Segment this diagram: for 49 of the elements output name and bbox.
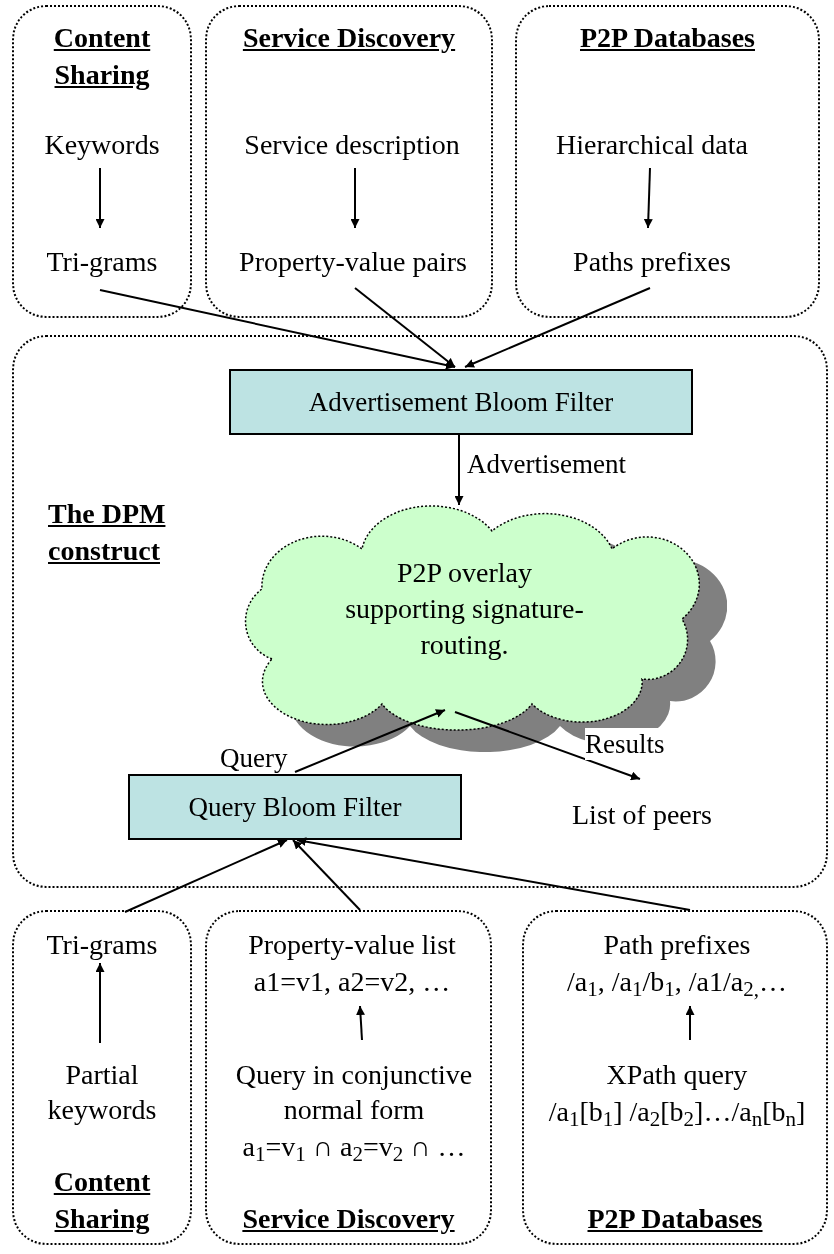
node-label: Paths prefixes — [537, 244, 767, 280]
arrow — [454, 432, 464, 506]
arrow — [95, 167, 105, 229]
node-label: Partial keywords — [42, 1057, 162, 1127]
arrow — [292, 839, 361, 911]
node-label: Keywords — [37, 127, 167, 163]
group-panel — [12, 5, 192, 318]
group-panel — [205, 5, 493, 318]
node-label: Service description — [217, 127, 487, 163]
edge-label: Results — [585, 728, 665, 760]
filter-box: Query Bloom Filter — [128, 774, 462, 840]
group-panel — [12, 335, 828, 888]
panel-heading: Service Discovery — [241, 21, 457, 55]
node-label: Property-value list — [248, 928, 456, 962]
arrow — [685, 1005, 695, 1041]
panel-heading: P2P Databases — [579, 21, 756, 55]
arrow — [296, 837, 691, 911]
group-panel — [205, 910, 492, 1245]
arrow — [643, 167, 653, 229]
node-label: Hierarchical data — [527, 127, 777, 163]
node-label: Tri-grams — [37, 927, 167, 963]
node-label: P2P overlay supporting signature-routing. — [344, 556, 585, 662]
group-panel — [12, 910, 192, 1245]
arrow — [356, 1005, 365, 1041]
filter-box: Advertisement Bloom Filter — [229, 369, 693, 435]
panel-heading: Content Sharing — [52, 1165, 152, 1236]
node-label: Property-value pairs — [214, 244, 492, 280]
panel-heading: Content Sharing — [52, 21, 152, 92]
arrow — [464, 287, 651, 368]
node-label: Tri-grams — [37, 244, 167, 280]
arrow — [454, 711, 641, 781]
panel-heading: Service Discovery — [241, 1202, 456, 1236]
arrow — [294, 709, 446, 773]
arrow — [99, 289, 456, 370]
node-label: /a$_{1}$[b$_{1}$] /a$_{2}$[b$_{2}$]…/a$_{n}$[b$_{n}$] — [548, 1095, 806, 1132]
arrow — [95, 962, 105, 1044]
panel-heading: The DPM construct — [48, 497, 167, 568]
node-label: Path prefixes — [603, 928, 751, 962]
node-label: a1=v1, a2=v2, … — [253, 965, 451, 999]
node-label: /a$_{1}$, /a$_{1}$/b$_{1}$, /a1/a$_{2,}$… — [567, 965, 787, 1002]
group-panel — [515, 5, 820, 318]
node-label: List of peers — [547, 797, 737, 833]
group-panel — [522, 910, 828, 1245]
arrow — [350, 167, 360, 229]
panel-heading: P2P Databases — [586, 1202, 764, 1236]
arrow — [124, 839, 288, 913]
node-label: a$_{1}$=v$_{1}$ ∩ a$_{2}$=v$_{2}$ ∩ … — [242, 1130, 466, 1167]
arrow — [354, 287, 456, 368]
node-label: XPath query — [606, 1058, 748, 1092]
